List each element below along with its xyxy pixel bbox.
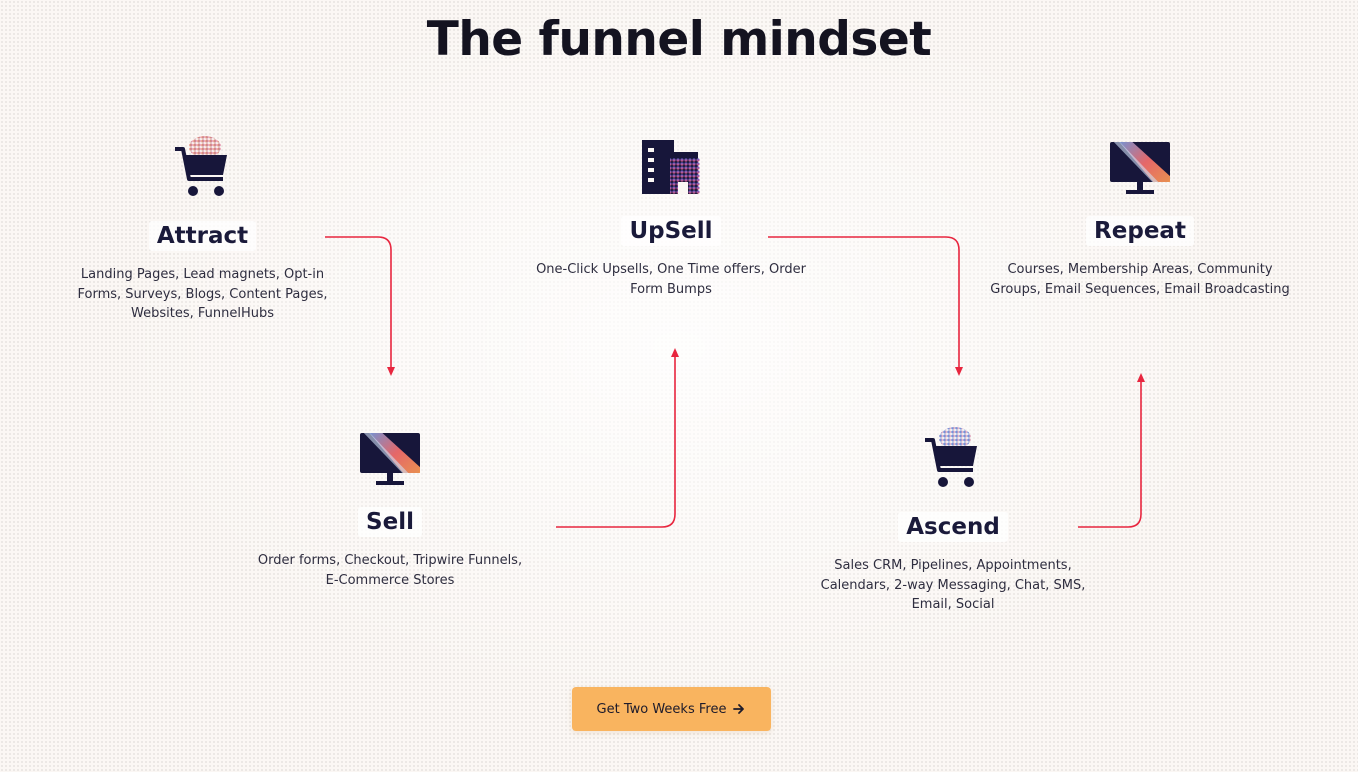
ascend-label: Ascend	[898, 512, 1008, 542]
monitor-icon	[1110, 142, 1170, 194]
funnel-step-ascend: Ascend Sales CRM, Pipelines, Appointment…	[803, 426, 1103, 615]
cta-label: Get Two Weeks Free	[596, 701, 727, 717]
upsell-description: One-Click Upsells, One Time offers, Orde…	[536, 262, 806, 297]
sell-description: Order forms, Checkout, Tripwire Funnels,…	[257, 553, 523, 588]
attract-label: Attract	[148, 221, 257, 251]
upsell-label: UpSell	[621, 216, 721, 246]
shopping-cart-icon	[174, 136, 227, 196]
arrow-sell-to-upsell	[556, 348, 679, 528]
monitor-icon	[360, 433, 420, 485]
funnel-step-upsell: UpSell One-Click Upsells, One Time offer…	[531, 138, 811, 299]
arrow-ascend-to-repeat	[1078, 373, 1145, 528]
arrow-right-icon	[733, 704, 745, 714]
funnel-step-sell: Sell Order forms, Checkout, Tripwire Fun…	[255, 429, 525, 590]
sell-label: Sell	[358, 507, 422, 537]
repeat-label: Repeat	[1086, 216, 1194, 246]
get-two-weeks-free-button[interactable]: Get Two Weeks Free	[572, 687, 771, 731]
arrow-attract-to-sell	[325, 236, 395, 376]
attract-description: Landing Pages, Lead magnets, Opt-in Form…	[77, 267, 328, 321]
funnel-step-repeat: Repeat Courses, Membership Areas, Commun…	[990, 138, 1290, 299]
shopping-cart-icon	[925, 427, 977, 487]
funnel-step-attract: Attract Landing Pages, Lead magnets, Opt…	[60, 135, 345, 324]
arrow-upsell-to-ascend	[768, 236, 963, 376]
building-icon	[642, 140, 700, 194]
repeat-description: Courses, Membership Areas, Community Gro…	[990, 262, 1290, 297]
section-title: The funnel mindset	[426, 12, 932, 67]
ascend-description: Sales CRM, Pipelines, Appointments, Cale…	[820, 558, 1086, 612]
